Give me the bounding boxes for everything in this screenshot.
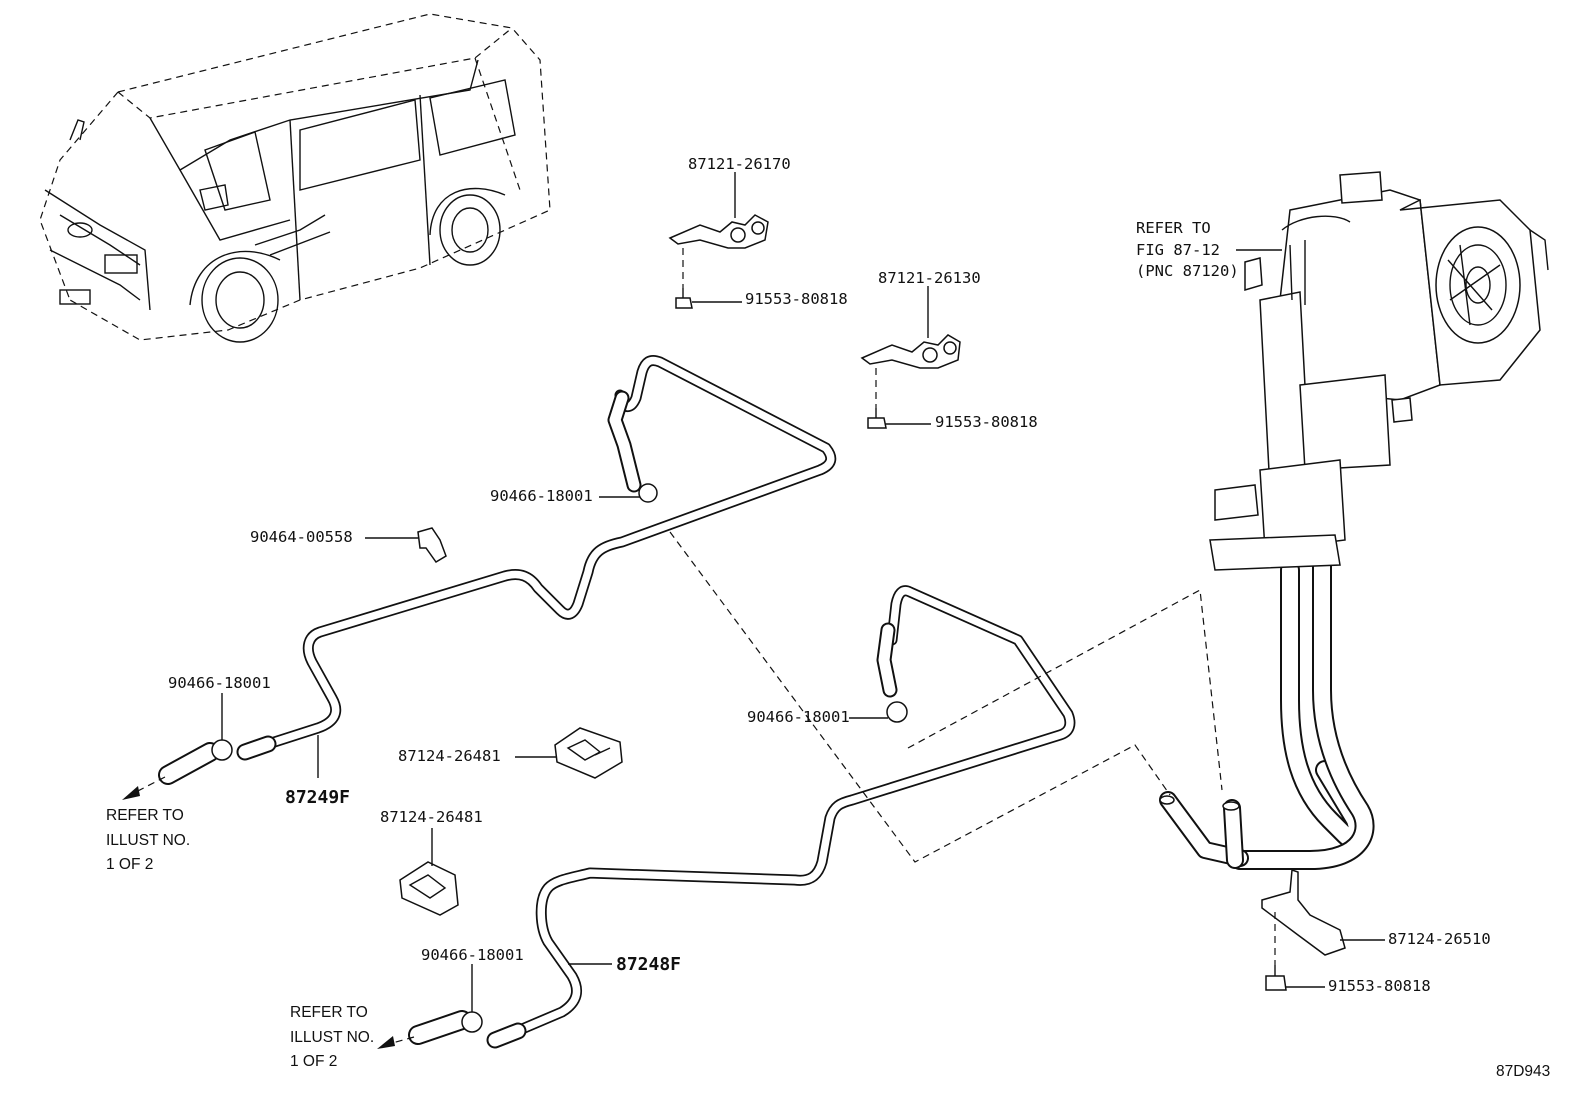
refer-heater-line3: (PNC 87120): [1136, 262, 1239, 280]
label-bracket-upper: 87121-26170: [688, 155, 791, 173]
hose-end-upper: [122, 742, 220, 800]
refer-lower-line3: 1 OF 2: [290, 1053, 337, 1070]
label-clamp-right-pipe: 90466-18001: [747, 708, 850, 726]
clamp-block-lower: [399, 861, 459, 916]
refer-upper-line2: ILLUST NO.: [106, 832, 190, 849]
connection-dash-right: [907, 589, 1223, 791]
hose-end-lower: [377, 1010, 472, 1049]
label-clamp-bottom: 90466-18001: [421, 946, 524, 964]
figure-code: 87D943: [1496, 1063, 1550, 1080]
label-clamp-left: 90466-18001: [168, 674, 271, 692]
refer-upper-line3: 1 OF 2: [106, 856, 153, 873]
hose-clamp-left: [211, 739, 233, 761]
refer-lower-line2: ILLUST NO.: [290, 1029, 374, 1046]
refer-heater-line2: FIG 87-12: [1136, 241, 1220, 259]
water-pipe-87248f: [486, 585, 1076, 1049]
label-clip-left: 90464-00558: [250, 528, 353, 546]
water-pipe-87249f: [236, 355, 837, 761]
hose-clamp-right-pipe: [886, 701, 908, 723]
label-bolt-mid: 91553-80818: [935, 413, 1038, 431]
refer-upper-line1: REFER TO: [106, 807, 184, 824]
refer-lower-line1: REFER TO: [290, 1004, 368, 1021]
clamp-bracket-right: [1261, 868, 1346, 991]
label-bracket-mid: 87121-26130: [878, 269, 981, 287]
label-clamp-block-lower: 87124-26481: [380, 808, 483, 826]
label-bolt-right: 91553-80818: [1328, 977, 1431, 995]
label-pipe-lower: 87248F: [616, 954, 681, 975]
label-bolt-upper: 91553-80818: [745, 290, 848, 308]
hose-clamp-upper-pipe: [638, 483, 658, 503]
clip-left: [417, 527, 447, 563]
label-clamp-upper-pipe: 90466-18001: [490, 487, 593, 505]
hose-clamp-bottom: [461, 1011, 483, 1033]
label-clamp-bracket-right: 87124-26510: [1388, 930, 1491, 948]
van-illustration: [39, 13, 551, 343]
rear-heater-unit: [1209, 171, 1549, 571]
clamp-block-mid: [554, 727, 623, 779]
heater-hoses: [1159, 555, 1375, 870]
connection-dash-upper: [669, 531, 1171, 863]
bracket-mid: [860, 334, 961, 429]
refer-heater-line1: REFER TO: [1136, 219, 1211, 237]
bracket-upper: [668, 214, 769, 309]
label-pipe-upper: 87249F: [285, 787, 350, 808]
label-clamp-block-mid: 87124-26481: [398, 747, 501, 765]
